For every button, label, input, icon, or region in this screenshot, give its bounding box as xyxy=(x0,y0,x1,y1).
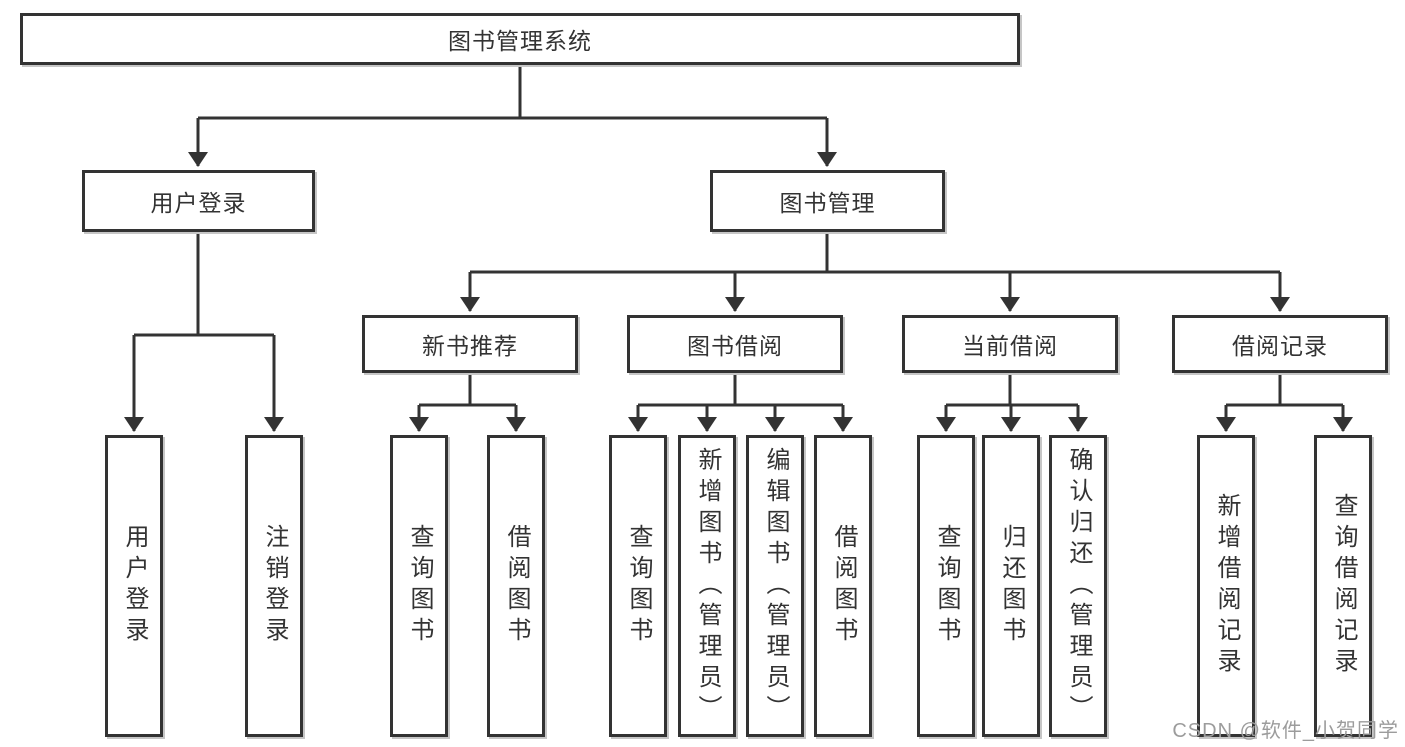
leaf-bb-query-books: 查询图书 xyxy=(609,435,667,737)
node-user-login: 用户登录 xyxy=(82,170,315,232)
node-label: 借阅图书 xyxy=(830,524,857,648)
edge-rec-trunk xyxy=(419,373,516,407)
leaf-hist-add-borrow-record: 新增借阅记录 xyxy=(1197,435,1255,737)
leaf-bb-edit-books-admin: 编辑图书（管理员） xyxy=(746,435,804,737)
node-label: 编辑图书（管理员） xyxy=(762,446,789,726)
leaf-logout: 注销登录 xyxy=(245,435,303,737)
node-label: 查询借阅记录 xyxy=(1330,493,1357,679)
node-label: 图书管理系统 xyxy=(448,28,592,54)
leaf-rec-borrow-books: 借阅图书 xyxy=(487,435,545,737)
node-label: 用户登录 xyxy=(150,190,247,216)
edge-current-trunk xyxy=(946,373,1078,407)
node-book-borrowing: 图书借阅 xyxy=(627,315,843,373)
leaf-cur-confirm-return-admin: 确认归还（管理员） xyxy=(1049,435,1107,737)
node-library-management-system: 图书管理系统 xyxy=(20,13,1020,65)
node-label: 注销登录 xyxy=(261,524,288,648)
leaf-user-login: 用户登录 xyxy=(105,435,163,737)
node-new-book-recommend: 新书推荐 xyxy=(362,315,578,373)
edge-login-trunk xyxy=(134,232,274,337)
node-book-management: 图书管理 xyxy=(710,170,945,232)
edge-mgmt-trunk xyxy=(470,232,1280,274)
edge-root-trunk xyxy=(198,65,827,120)
leaf-bb-add-books-admin: 新增图书（管理员） xyxy=(678,435,736,737)
leaf-bb-borrow-books: 借阅图书 xyxy=(814,435,872,737)
node-borrow-records: 借阅记录 xyxy=(1172,315,1388,373)
node-label: 借阅图书 xyxy=(503,524,530,648)
csdn-watermark: CSDN @软件_小贺同学 xyxy=(1172,720,1399,742)
node-label: 新书推荐 xyxy=(422,333,518,359)
edge-borrow-trunk xyxy=(638,373,843,407)
node-label: 用户登录 xyxy=(121,524,148,648)
node-current-borrowing: 当前借阅 xyxy=(902,315,1118,373)
node-label: 图书管理 xyxy=(779,190,876,216)
node-label: 新增图书（管理员） xyxy=(694,446,721,726)
node-label: 新增借阅记录 xyxy=(1213,493,1240,679)
node-label: 查询图书 xyxy=(406,524,433,648)
node-label: 当前借阅 xyxy=(962,333,1058,359)
leaf-rec-query-books: 查询图书 xyxy=(390,435,448,737)
node-label: 查询图书 xyxy=(933,524,960,648)
node-label: 归还图书 xyxy=(998,524,1025,648)
leaf-cur-query-books: 查询图书 xyxy=(917,435,975,737)
edge-records-trunk xyxy=(1226,373,1343,407)
node-label: 查询图书 xyxy=(625,524,652,648)
node-label: 图书借阅 xyxy=(687,333,783,359)
leaf-cur-return-books: 归还图书 xyxy=(982,435,1040,737)
node-label: 借阅记录 xyxy=(1232,333,1328,359)
node-label: 确认归还（管理员） xyxy=(1065,446,1092,726)
leaf-hist-query-borrow-record: 查询借阅记录 xyxy=(1314,435,1372,737)
